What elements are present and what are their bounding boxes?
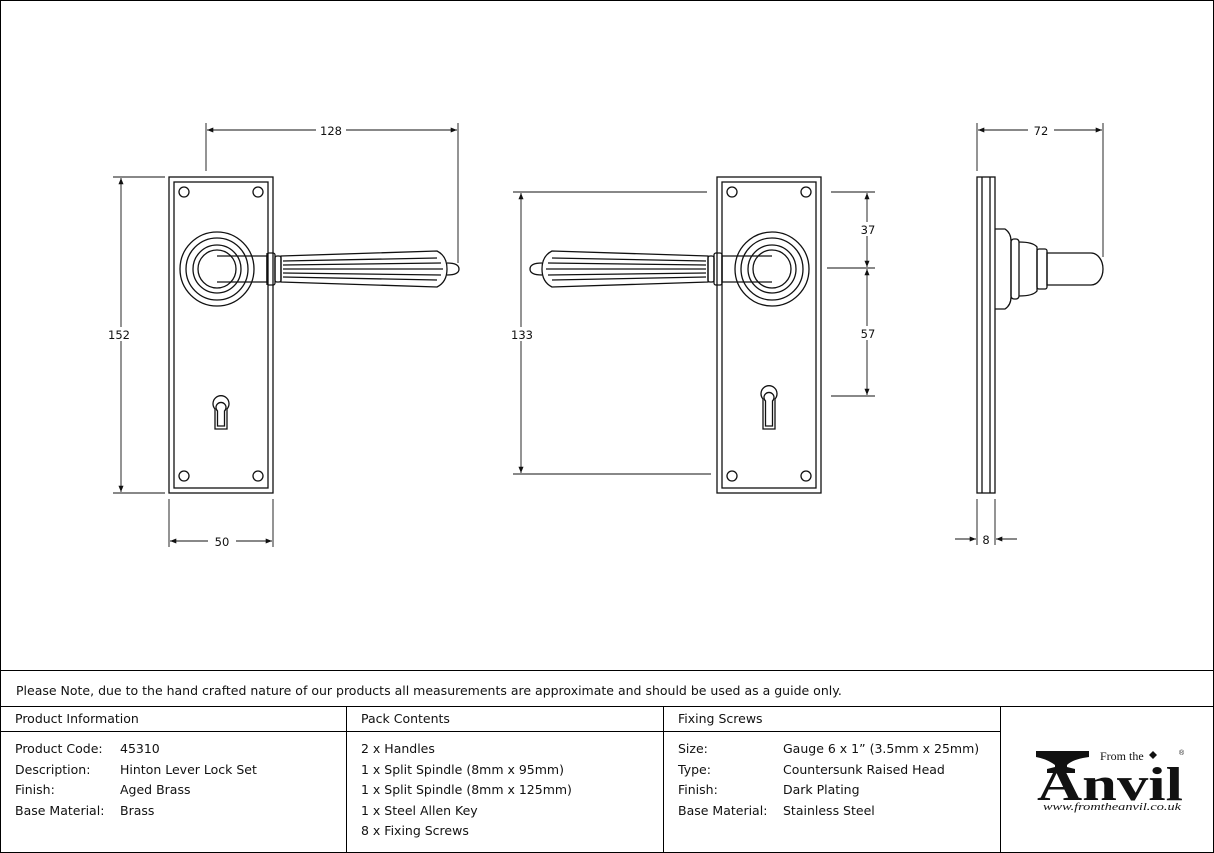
info-row: Finish:Aged Brass (15, 782, 191, 797)
dim-37: 37 (861, 223, 876, 237)
screw-row: Type:Countersunk Raised Head (678, 761, 945, 777)
pack-item: 1 x Split Spindle (8mm x 125mm) (361, 782, 572, 797)
dim-133: 133 (511, 328, 533, 342)
logo-website: www.fromtheanvil.co.uk (1043, 802, 1182, 813)
side-view (976, 176, 1104, 494)
dim-57: 57 (861, 327, 876, 341)
side-dimensions (955, 123, 1104, 545)
product-information-panel: Product Information Product Code:45310 D… (1, 707, 347, 852)
rear-view (529, 176, 822, 494)
pack-contents-panel: Pack Contents 2 x Handles 1 x Split Spin… (347, 707, 664, 852)
logo-registered: ® (1179, 749, 1185, 757)
info-row: Product Code:45310 (15, 741, 160, 756)
pack-item: 1 x Split Spindle (8mm x 95mm) (361, 761, 564, 777)
fixing-screws-title: Fixing Screws (664, 707, 1000, 732)
front-dimensions (113, 123, 459, 547)
fixing-screws-panel: Fixing Screws Size:Gauge 6 x 1” (3.5mm x… (664, 707, 1001, 852)
dim-152: 152 (108, 328, 130, 342)
dim-50: 50 (215, 535, 230, 549)
diamond-icon (1149, 751, 1157, 759)
screw-row: Base Material:Stainless Steel (678, 802, 875, 818)
info-row: Base Material:Brass (15, 802, 155, 818)
logo-anvil-wordmark: Anvil (1037, 758, 1183, 811)
info-row: Description:Hinton Lever Lock Set (15, 761, 257, 777)
pack-item: 8 x Fixing Screws (361, 823, 469, 838)
front-view (168, 176, 460, 494)
pack-item: 1 x Steel Allen Key (361, 802, 478, 818)
pack-contents-title: Pack Contents (347, 707, 663, 732)
measurement-note: Please Note, due to the hand crafted nat… (1, 670, 1213, 707)
anvil-icon (1036, 751, 1089, 773)
pack-item: 2 x Handles (361, 741, 435, 756)
dim-8: 8 (982, 533, 989, 547)
technical-drawing: 128 152 50 (106, 123, 1104, 549)
product-information-title: Product Information (1, 707, 346, 732)
dim-72: 72 (1034, 124, 1049, 138)
logo-from-the: From the (1100, 749, 1144, 763)
from-the-anvil-logo: From the ® Anvil www.fromtheanvil.co.uk (1036, 749, 1185, 813)
screw-row: Size:Gauge 6 x 1” (3.5mm x 25mm) (678, 741, 980, 756)
screw-row: Finish:Dark Plating (678, 782, 860, 797)
dim-128: 128 (320, 124, 342, 138)
